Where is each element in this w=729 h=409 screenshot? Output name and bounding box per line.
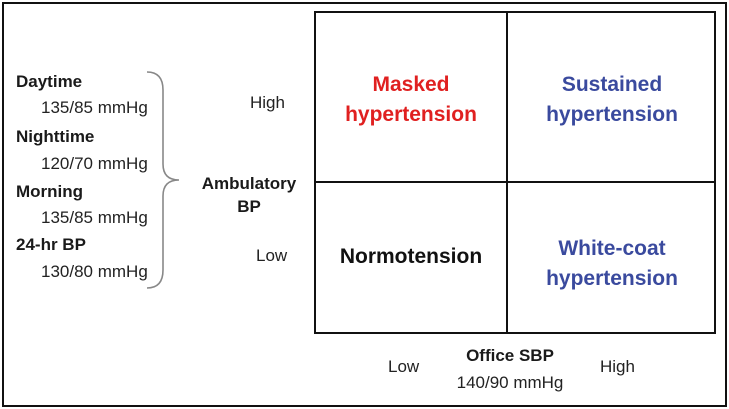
criterion-morning-label: Morning xyxy=(16,182,84,201)
quadrant-white-coat-line1: White-coat xyxy=(558,237,666,260)
quadrant-grid xyxy=(314,11,716,334)
grid-vertical-divider xyxy=(506,11,508,334)
quadrant-white-coat-hypertension: White-coat hypertension xyxy=(508,234,716,294)
y-axis-title-line2: BP xyxy=(237,197,261,216)
x-axis-high-label: High xyxy=(600,357,635,376)
criterion-24hr-value: 130/80 mmHg xyxy=(41,262,148,281)
curly-brace-icon xyxy=(146,71,180,289)
quadrant-normotension: Normotension xyxy=(316,242,506,272)
criterion-24hr-label: 24-hr BP xyxy=(16,235,86,254)
y-axis-title-line1: Ambulatory xyxy=(201,174,297,193)
criterion-daytime-label: Daytime xyxy=(16,72,83,91)
quadrant-masked-line2: hypertension xyxy=(345,103,477,126)
y-axis-title: Ambulatory BP xyxy=(194,174,304,217)
x-axis-title: Office SBP xyxy=(466,346,554,365)
criterion-nighttime-label: Nighttime xyxy=(16,127,95,146)
criterion-daytime-value: 135/85 mmHg xyxy=(41,98,148,117)
quadrant-normotension-line1: Normotension xyxy=(339,245,483,268)
grid-horizontal-divider xyxy=(314,181,716,183)
quadrant-sustained-line1: Sustained xyxy=(561,73,663,96)
y-axis-high-label: High xyxy=(250,93,285,112)
quadrant-masked-line1: Masked xyxy=(372,73,450,96)
quadrant-masked-hypertension: Masked hypertension xyxy=(316,70,506,130)
criterion-nighttime-value: 120/70 mmHg xyxy=(41,154,148,173)
x-axis-subtitle: 140/90 mmHg xyxy=(456,373,564,392)
criterion-morning-value: 135/85 mmHg xyxy=(41,208,148,227)
quadrant-sustained-hypertension: Sustained hypertension xyxy=(508,70,716,130)
quadrant-sustained-line2: hypertension xyxy=(546,103,678,126)
y-axis-low-label: Low xyxy=(256,246,288,265)
quadrant-white-coat-line2: hypertension xyxy=(546,267,678,290)
x-axis-low-label: Low xyxy=(388,357,420,376)
